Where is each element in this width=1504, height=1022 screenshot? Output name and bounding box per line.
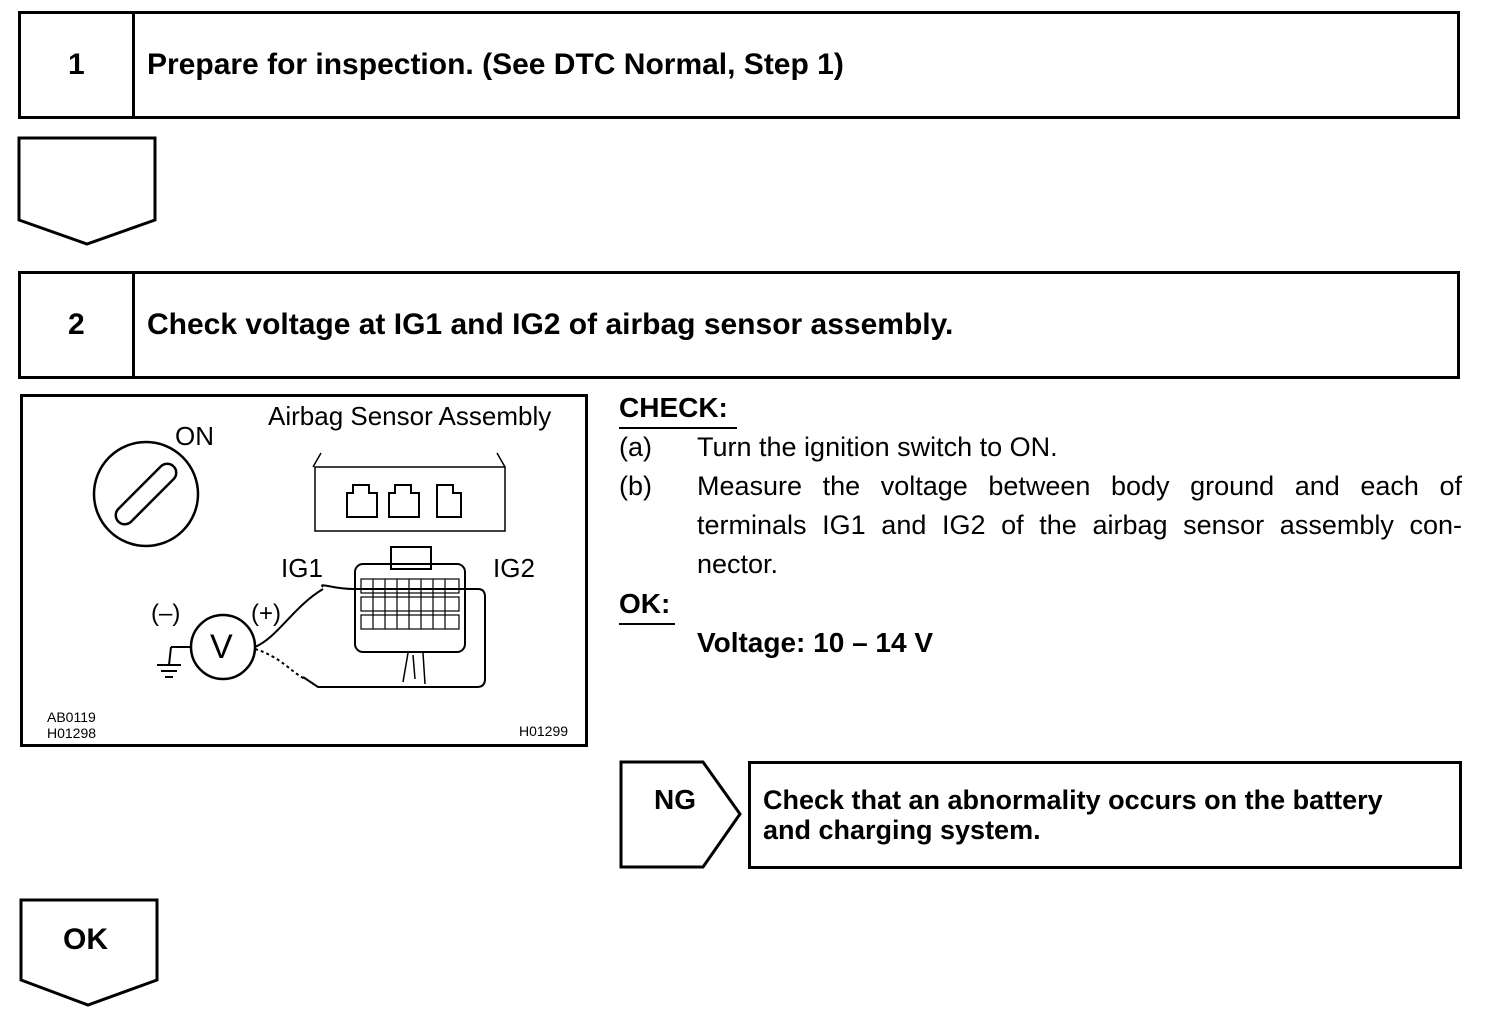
ok-heading: OK: xyxy=(619,588,671,619)
ok-underline xyxy=(619,623,675,625)
step1-number: 1 xyxy=(68,48,85,81)
figure-code-1: AB0119 xyxy=(47,709,96,725)
step2-divider xyxy=(132,271,135,379)
step2-number: 2 xyxy=(68,308,85,341)
ng-action-line1: Check that an abnormality occurs on the … xyxy=(763,785,1383,815)
figure-drawing xyxy=(92,440,506,688)
step-b-line2: terminals IG1 and IG2 of the airbag sens… xyxy=(697,510,1462,540)
figure-code-3: H01299 xyxy=(519,723,569,739)
ng-label: NG xyxy=(654,784,696,815)
down-arrow-icon xyxy=(17,136,157,246)
switch-on-label: ON xyxy=(175,421,214,451)
step1-divider xyxy=(132,11,135,119)
step2-title: Check voltage at IG1 and IG2 of airbag s… xyxy=(147,308,954,341)
step1-title: Prepare for inspection. (See DTC Normal,… xyxy=(147,48,844,81)
step-a-text: Turn the ignition switch to ON. xyxy=(697,432,1058,462)
ok-arrow-icon xyxy=(19,898,159,1007)
plus-label: (+) xyxy=(251,600,281,627)
step-b-line3: nector. xyxy=(697,549,779,579)
ig2-label: IG2 xyxy=(493,553,535,583)
step1-box xyxy=(18,11,1460,119)
step-b-line1: Measure the voltage between body ground … xyxy=(697,471,1462,501)
ng-arrow-icon xyxy=(619,760,742,869)
minus-label: (–) xyxy=(151,600,181,627)
wiring-figure: Airbag Sensor Assembly ON IG1 IG2 (–) (+… xyxy=(20,394,588,747)
ng-action-box xyxy=(748,761,1462,869)
ig1-label: IG1 xyxy=(281,553,323,583)
figure-title: Airbag Sensor Assembly xyxy=(268,401,552,431)
step-b-marker: (b) xyxy=(619,471,652,501)
step2-box xyxy=(18,271,1460,379)
figure-code-2: H01298 xyxy=(47,725,97,741)
ng-action-line2: and charging system. xyxy=(763,815,1041,845)
voltmeter-label: V xyxy=(210,628,233,666)
check-underline xyxy=(619,427,737,429)
ok-voltage-value: Voltage: 10 – 14 V xyxy=(697,627,934,658)
step-a-marker: (a) xyxy=(619,432,652,462)
check-heading: CHECK: xyxy=(619,392,728,423)
ok-branch-label: OK xyxy=(63,923,108,956)
